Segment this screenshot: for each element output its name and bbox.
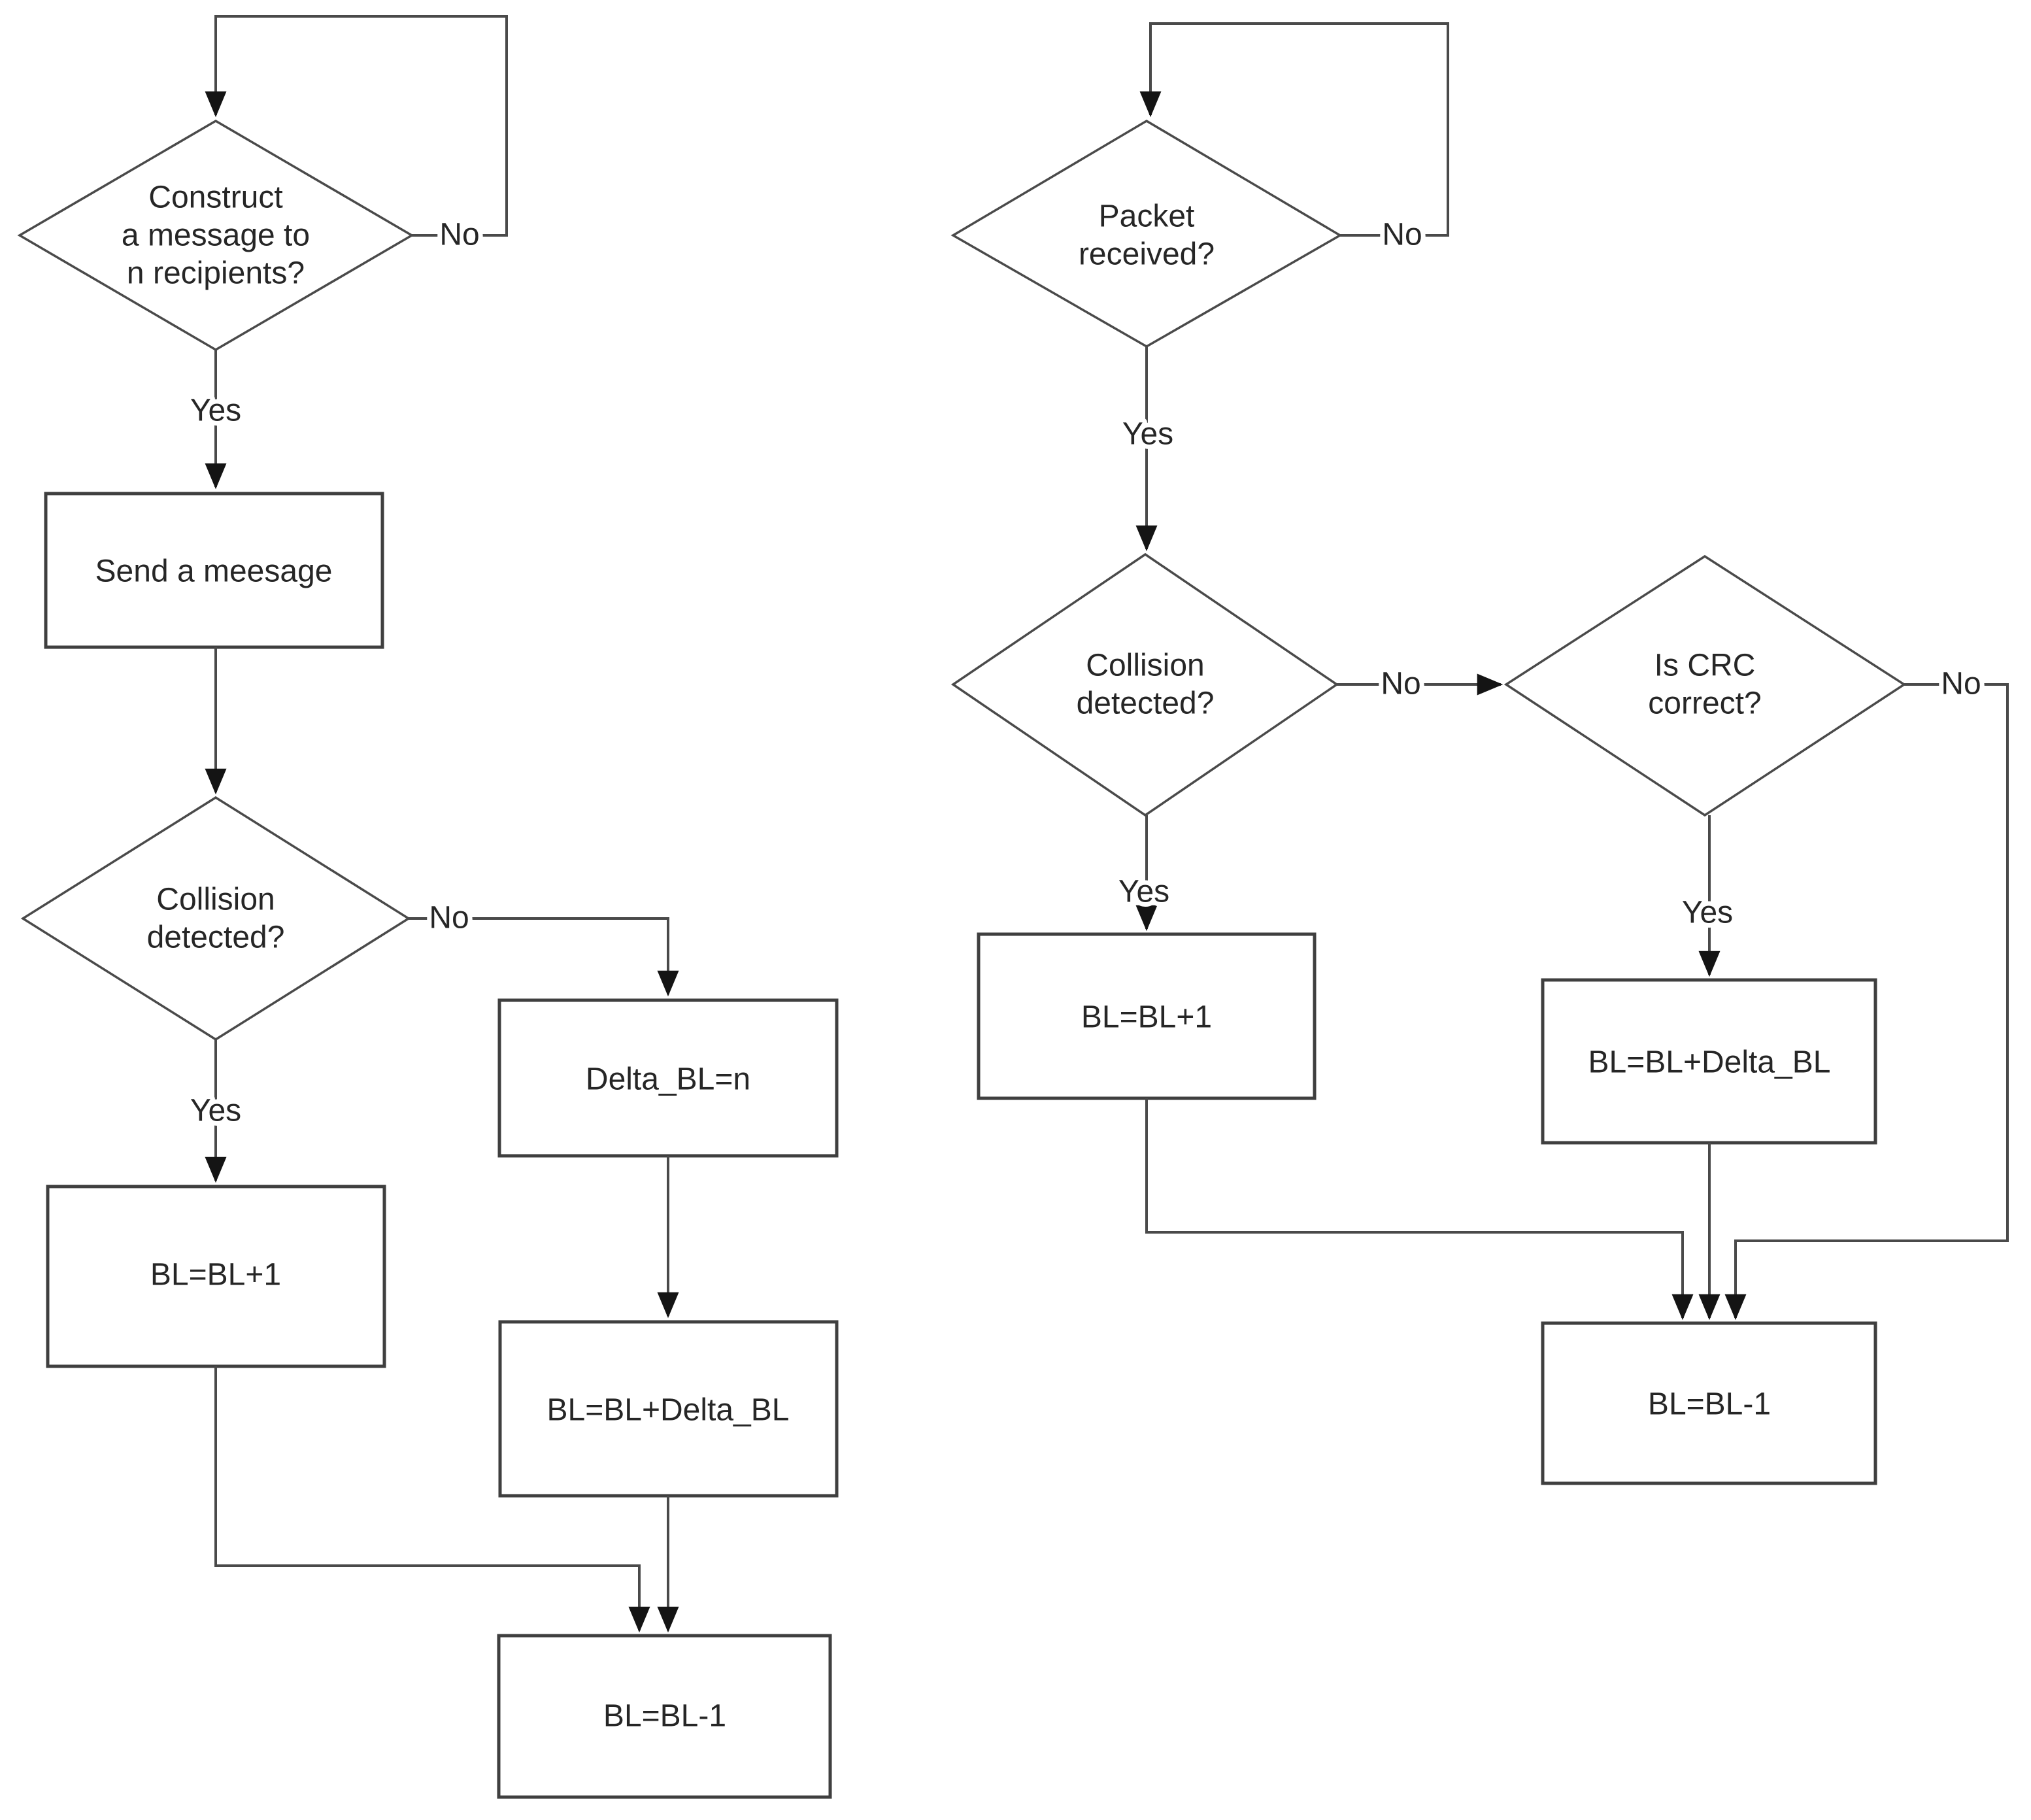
edge-label-packet-yes: Yes (1122, 417, 1173, 452)
process-send-message-label: Send a meesage (95, 554, 333, 589)
process-bl-increment-right (977, 932, 1317, 1100)
process-bl-decrement-left (497, 1634, 832, 1799)
process-delta-bl-label: Delta_BL=n (586, 1062, 750, 1097)
decision-construct-message-label-line2: a message to (122, 218, 310, 253)
edge-label-collision-right-yes: Yes (1118, 875, 1169, 909)
loop-packet-no-line (1139, 22, 1449, 237)
decision-collision-left-label-line1: Collision (156, 883, 275, 917)
process-bl-add-delta-left-label: BL=BL+Delta_BL (547, 1393, 790, 1428)
process-bl-increment-left (46, 1185, 386, 1368)
process-send-message (44, 492, 384, 649)
decision-crc-correct-label-line2: correct? (1648, 686, 1761, 721)
process-bl-decrement-right-label: BL=BL-1 (1648, 1387, 1771, 1422)
decision-collision-left-label-line2: detected? (147, 920, 285, 955)
edge-label-construct-no: No (439, 218, 479, 252)
edge-label-collision-left-yes: Yes (190, 1094, 241, 1128)
edge-label-crc-yes: Yes (1682, 896, 1733, 930)
right-flowchart: Packet received? No Yes Collision detect… (950, 22, 2009, 1485)
process-bl-add-delta-right (1541, 978, 1877, 1145)
process-bl-increment-right-label: BL=BL+1 (1081, 1000, 1212, 1035)
edge-crc-no-line (1724, 683, 2009, 1321)
edge-label-collision-right-no: No (1381, 667, 1420, 701)
decision-collision-right-label-line2: detected? (1077, 686, 1215, 721)
decision-collision-right-label-line1: Collision (1086, 649, 1204, 683)
decision-packet-received (950, 119, 1343, 348)
edge-label-packet-no: No (1382, 218, 1422, 252)
process-delta-bl (497, 998, 839, 1158)
edge-label-collision-left-no: No (429, 901, 469, 935)
decision-collision-right (950, 552, 1339, 817)
decision-construct-message-label-line3: n recipients? (127, 256, 305, 291)
decision-packet-received-label-line1: Packet (1099, 199, 1195, 234)
decision-collision-left (20, 796, 411, 1041)
edge-increment-to-decrement-right-line (1145, 1098, 1694, 1321)
decision-crc-correct (1503, 554, 1907, 817)
edge-increment-to-decrement-line (214, 1366, 650, 1633)
left-flowchart: Construct a message to n recipients? No … (17, 15, 839, 1799)
edge-label-construct-yes: Yes (190, 394, 241, 428)
decision-packet-received-label-line2: received? (1079, 237, 1215, 272)
loop-construct-no-line (205, 15, 508, 237)
process-bl-add-delta-left (498, 1320, 839, 1498)
process-bl-decrement-left-label: BL=BL-1 (603, 1699, 726, 1734)
edge-label-crc-no: No (1941, 667, 1981, 701)
process-bl-increment-left-label: BL=BL+1 (150, 1258, 281, 1292)
edge-collision-left-no-line (409, 917, 679, 997)
process-bl-add-delta-right-label: BL=BL+Delta_BL (1588, 1045, 1831, 1080)
process-bl-decrement-right (1541, 1321, 1877, 1485)
decision-construct-message-label-line1: Construct (148, 180, 282, 215)
decision-crc-correct-label-line1: Is CRC (1654, 649, 1756, 683)
